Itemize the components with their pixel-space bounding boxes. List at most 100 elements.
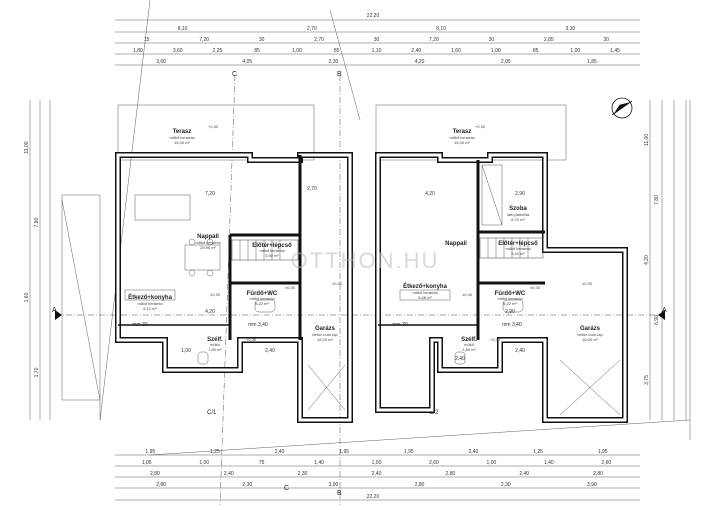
top-dims-row2-value: 30	[374, 37, 380, 43]
left-szelf-finish: műkő	[210, 342, 221, 347]
left-szelf-name: Szélf.	[207, 337, 223, 343]
top-dims-row3-value: 1,60	[451, 48, 461, 54]
bottom-dims-row3-value: 2,40	[372, 471, 382, 477]
top-dims-row2-value: 30	[604, 37, 610, 43]
right-dims: 11,00 7,80 4,20 6,90 3,75	[644, 134, 660, 385]
top-dims-row1-value: 8,10	[436, 26, 446, 32]
top-dims-row1-value: 8,10	[178, 26, 188, 32]
inner-dim-value: 2,90	[505, 309, 515, 315]
right-eloter-name: Előtér+lépcső	[498, 241, 538, 247]
left-dims: 11,007,801,601,70	[24, 141, 40, 377]
right-dims-value: 6,90	[654, 315, 660, 325]
right-terasz-level: +0,30	[475, 124, 486, 129]
inner-dim-value: mm 30	[392, 322, 408, 328]
top-dims-row3-value: 1,00	[491, 48, 501, 54]
left-terrace-area	[117, 104, 315, 161]
bottom-dims-row4-value: 2,30	[501, 482, 511, 488]
left-dims-value: 7,80	[34, 217, 40, 227]
top-dims-row4-value: 4,05	[242, 59, 252, 65]
left-nappali-finish: műkő kerámia	[195, 240, 221, 245]
bottom-dims-row2-value: 1,00	[199, 460, 209, 466]
bottom-dims-row4-value: 2,80	[156, 482, 166, 488]
inner-dim-value: 2,40	[265, 348, 275, 354]
right-terasz-area: 15,00 m²	[454, 140, 470, 145]
left-sofa	[134, 194, 191, 221]
bottom-dims-row4-value: 3,90	[587, 482, 597, 488]
section-c-top: C	[232, 71, 237, 78]
top-dims-row3-value: 3,60	[173, 48, 183, 54]
inner-dim-value: 2,40	[515, 348, 525, 354]
top-dims-row4-value: 2,30	[329, 59, 339, 65]
top-dims-row4-value: 3,60	[156, 59, 166, 65]
right-unit	[375, 104, 628, 423]
top-dims-row2-value: 2,85	[544, 37, 554, 43]
right-bathtub	[502, 299, 524, 313]
left-bathtub	[254, 299, 276, 313]
bottom-dims-row2-value: 2,60	[429, 460, 439, 466]
bottom-dims-row2-value: 1,40	[544, 460, 554, 466]
left-eloter-name: Előtér+lépcső	[252, 243, 292, 249]
left-stairs	[231, 239, 299, 261]
right-etkezo-area: 5,68 m²	[418, 295, 432, 300]
inner-dim-value: mm 3,40	[502, 322, 522, 328]
right-dims-value: 3,75	[644, 375, 650, 385]
left-nappali-name: Nappali	[197, 234, 219, 240]
right-terasz-finish: műkő kerámia	[449, 135, 475, 140]
bottom-dims-row1-value: 1,95	[598, 449, 608, 455]
inner-dim-value: mm 30	[132, 322, 148, 328]
left-dining-table	[184, 244, 221, 271]
top-dims-row4-value: 4,20	[415, 59, 425, 65]
left-etkezo-finish: műkő kerámia	[137, 301, 163, 306]
top-dims-row4-value: 2,05	[501, 59, 511, 65]
bottom-dims-row3-value: 2,80	[446, 471, 456, 477]
left-szelf-area: 1,80 m²	[208, 347, 222, 352]
top-dims-row2-value: 7,20	[199, 37, 209, 43]
section-a-left: A	[52, 307, 57, 314]
bottom-dims-row3-value: 2,30	[298, 471, 308, 477]
bottom-dims-row1-value: 2,40	[469, 449, 479, 455]
bottom-dims-row2-value: 1,05	[142, 460, 152, 466]
right-szelf-area: 1,80 m²	[462, 347, 476, 352]
left-etkezo-area: 8,12 m²	[143, 306, 157, 311]
right-dims-value: 11,00	[644, 134, 650, 146]
right-nappali-name: Nappali	[445, 241, 467, 247]
left-garazs-name: Garázs	[315, 326, 336, 332]
bottom-dims-row2-value: 2,60	[601, 460, 611, 466]
bottom-dims-row3-value: 2,40	[519, 471, 529, 477]
right-szoba-finish: lam.parketta	[507, 212, 530, 217]
right-garazs-level: ±0,30	[582, 281, 593, 286]
inner-dim-value: 4,20	[205, 309, 215, 315]
left-eloter-finish: műkő kerámia	[259, 248, 285, 253]
right-dims-value: 7,80	[654, 195, 660, 205]
inner-dim-value: 7,20	[205, 191, 215, 197]
left-kitchen-counter	[124, 289, 176, 301]
bottom-dims-row4-value: 3,90	[329, 482, 339, 488]
left-furdo-area: 5,22 m²	[255, 301, 269, 306]
section-line-c	[219, 74, 236, 506]
right-wardrobe	[481, 164, 503, 226]
left-etkezo-level: ±0,30	[210, 292, 221, 297]
top-dims-row3-value: 1,45	[610, 48, 620, 54]
top-dims-row3-value: 2,40	[411, 48, 421, 54]
right-furdo-level: ±0,30	[530, 285, 541, 290]
bottom-dims-row3-value: 2,80	[593, 471, 603, 477]
right-etkezo-level: ±0,30	[462, 292, 473, 297]
watermark-text: OTTHON.HU	[291, 248, 440, 273]
site-boundary-bottom	[149, 419, 691, 456]
inner-dim-value: 2,90	[515, 191, 525, 197]
left-unit	[115, 104, 353, 423]
bottom-dims-row1-value: 1,95	[339, 449, 349, 455]
section-a-right: A	[662, 307, 667, 314]
top-dims-row3-value: 2,25	[213, 48, 223, 54]
top-dimension-lines	[115, 19, 640, 66]
top-dims-row1-value: 2,70	[307, 26, 317, 32]
right-dims-value: 4,20	[644, 255, 650, 265]
